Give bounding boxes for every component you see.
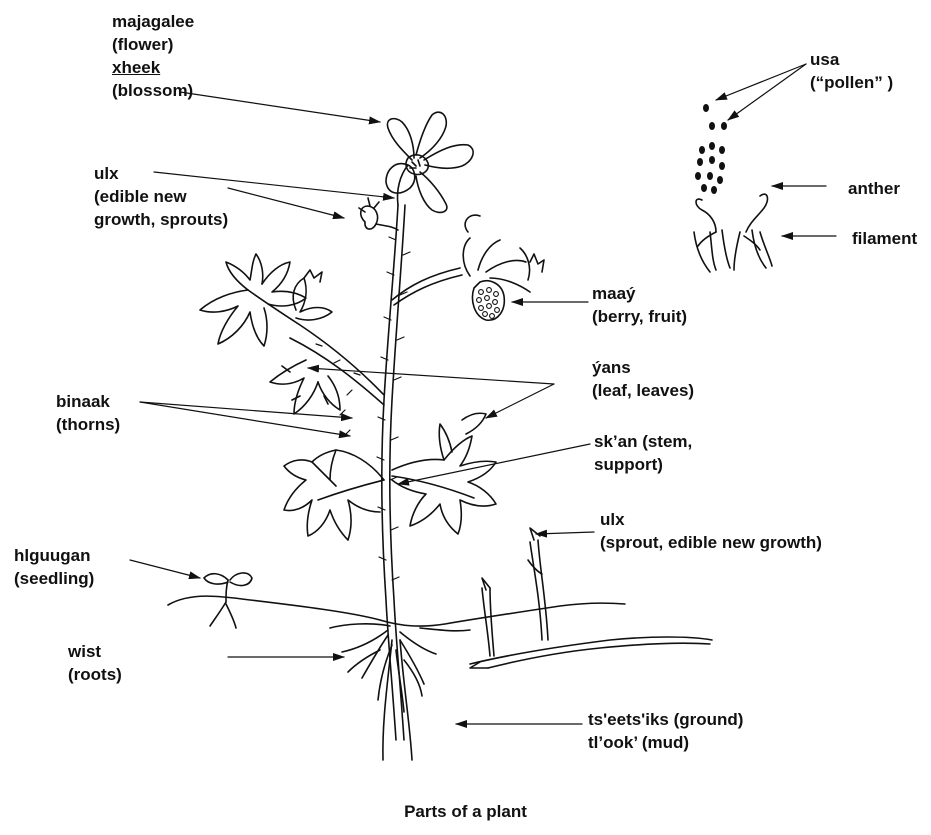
label-anther: anther [848, 177, 900, 200]
label-sprouts-top-line1: ulx [94, 162, 228, 185]
label-stem: sk’an (stem, support) [594, 430, 692, 476]
stamen-sketch [694, 194, 772, 272]
label-thorns-line1: binaak [56, 390, 120, 413]
label-ground: ts'eets'iks (ground) tl’ook’ (mud) [588, 708, 743, 754]
stem [248, 205, 462, 760]
diagram-caption: Parts of a plant [0, 802, 931, 822]
leaf-right [392, 413, 496, 534]
pollen-grains [695, 104, 727, 194]
label-thorns: binaak (thorns) [56, 390, 120, 436]
label-flower-line4: (blossom) [112, 79, 194, 102]
label-leaves-line1: ýans [592, 356, 694, 379]
label-thorns-line2: (thorns) [56, 413, 120, 436]
flower [386, 112, 473, 212]
label-roots-line1: wist [68, 640, 122, 663]
leaf-middle-left [270, 360, 340, 414]
label-stem-line1: sk’an (stem, [594, 430, 692, 453]
thorns [316, 237, 410, 580]
label-leaves-line2: (leaf, leaves) [592, 379, 694, 402]
label-seedling-line2: (seedling) [14, 567, 94, 590]
label-roots-line2: (roots) [68, 663, 122, 686]
label-pollen-line1: usa [810, 48, 893, 71]
label-berry: maaý (berry, fruit) [592, 282, 687, 328]
label-seedling: hlguugan (seedling) [14, 544, 94, 590]
label-pollen-line2: (“pollen” ) [810, 71, 893, 94]
label-berry-line2: (berry, fruit) [592, 305, 687, 328]
label-filament: filament [852, 227, 917, 250]
berry [463, 215, 544, 320]
label-stem-line2: support) [594, 453, 692, 476]
label-sprouts-top-line2: (edible new [94, 185, 228, 208]
label-sprouts-top: ulx (edible new growth, sprouts) [94, 162, 228, 231]
label-filament-line1: filament [852, 227, 917, 250]
label-flower-line1: majagalee [112, 10, 194, 33]
label-flower-line2: (flower) [112, 33, 194, 56]
leaf-lower-left [284, 450, 384, 540]
label-ground-line1: ts'eets'iks (ground) [588, 708, 743, 731]
sprouts-right [482, 528, 548, 656]
label-leaves: ýans (leaf, leaves) [592, 356, 694, 402]
leaf-upper-left [200, 254, 332, 346]
label-pollen: usa (“pollen” ) [810, 48, 893, 94]
label-sprout-right: ulx (sprout, edible new growth) [600, 508, 822, 554]
label-flower: majagalee (flower) xheek (blossom) [112, 10, 194, 102]
label-sprout-right-line1: ulx [600, 508, 822, 531]
label-roots: wist (roots) [68, 640, 122, 686]
label-flower-line3: xheek [112, 56, 194, 79]
label-ground-line2: tl’ook’ (mud) [588, 731, 743, 754]
seedling [204, 573, 252, 628]
label-seedling-line1: hlguugan [14, 544, 94, 567]
label-sprout-right-line2: (sprout, edible new growth) [600, 531, 822, 554]
label-sprouts-top-line3: growth, sprouts) [94, 208, 228, 231]
label-anther-line1: anther [848, 177, 900, 200]
label-berry-line1: maaý [592, 282, 687, 305]
sprout-bud [359, 198, 398, 230]
